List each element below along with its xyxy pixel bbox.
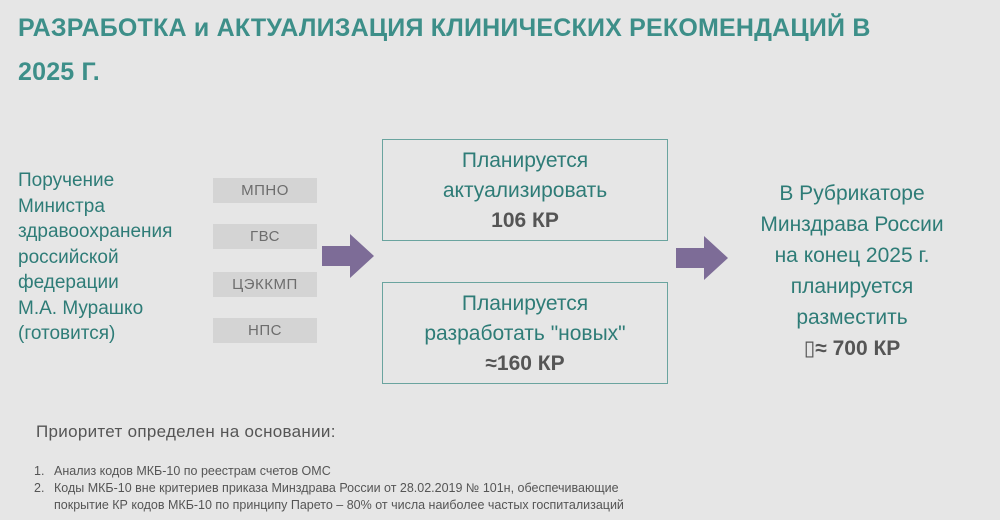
arrow-right-icon <box>322 234 374 278</box>
result-line5: разместить <box>796 306 908 329</box>
tag-tsekkmp: ЦЭККМП <box>213 272 317 297</box>
left-text-line: (готовится) <box>18 323 116 344</box>
slide-title: РАЗРАБОТКА и АКТУАЛИЗАЦИЯ КЛИНИЧЕСКИХ РЕ… <box>18 6 978 94</box>
update-plan-box: Планируется актуализировать 106 КР <box>382 139 668 241</box>
slide-title-line2: 2025 Г. <box>18 58 100 86</box>
left-text-line: Поручение <box>18 170 115 191</box>
result-line4: планируется <box>790 275 914 298</box>
left-text-line: Министра <box>18 195 105 217</box>
tag-gvs: ГВС <box>213 224 317 249</box>
result-line2: Минздрава России <box>760 213 944 236</box>
note-text-continued: покрытие КР кодов МКБ-10 по принципу Пар… <box>54 498 624 512</box>
result-count: ▯≈ 700 КР <box>803 337 901 360</box>
list-item: 1. Анализ кодов МКБ-10 по реестрам счетов… <box>34 463 974 480</box>
box-new-line1: Планируется <box>461 292 589 315</box>
rubricator-result-text: В Рубрикаторе Минздрава России на конец … <box>722 178 982 364</box>
note-text: Коды МКБ-10 вне критериев приказа Минздр… <box>54 481 619 495</box>
note-number: 2. <box>34 481 45 495</box>
new-plan-box: Планируется разработать "новых" ≈160 КР <box>382 282 668 384</box>
tag-nps: НПС <box>213 318 317 343</box>
box-update-line2: актуализировать <box>442 179 608 202</box>
note-number: 1. <box>34 464 45 478</box>
left-text-line: федерации <box>18 272 119 293</box>
notes-list: 1. Анализ кодов МКБ-10 по реестрам счетов… <box>34 463 974 514</box>
left-text-line: российской <box>18 246 119 268</box>
box-update-line1: Планируется <box>461 149 589 172</box>
left-text-line: М.А. Мурашко <box>18 297 144 319</box>
box-new-count: ≈160 КР <box>485 352 565 375</box>
result-line3: на конец 2025 г. <box>774 244 930 267</box>
tag-mpno: МПНО <box>213 178 317 203</box>
box-new-line2: разработать "новых" <box>424 322 626 345</box>
ministry-order-text: Поручение Министра здравоохранения росси… <box>18 168 208 347</box>
priority-heading: Приоритет определен на основании: <box>36 422 336 441</box>
box-update-count: 106 КР <box>491 209 559 232</box>
left-text-line: здравоохранения <box>18 221 173 242</box>
arrow-right-icon <box>676 236 728 280</box>
list-item: 2. Коды МКБ-10 вне критериев приказа Минз… <box>34 480 974 514</box>
note-text: Анализ кодов МКБ-10 по реестрам счетов О… <box>54 464 331 478</box>
slide-title-line1: РАЗРАБОТКА и АКТУАЛИЗАЦИЯ КЛИНИЧЕСКИХ РЕ… <box>18 14 871 42</box>
result-line1: В Рубрикаторе <box>779 182 925 205</box>
